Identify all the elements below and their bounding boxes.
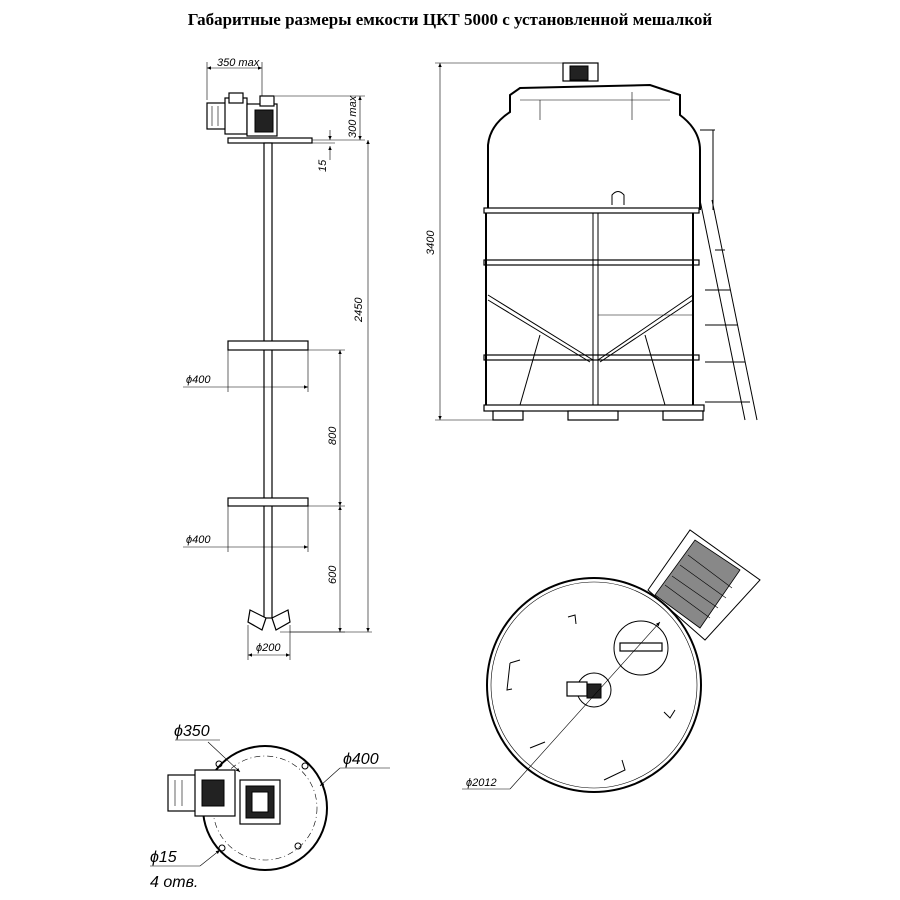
dim-shaft-length: 2450 <box>353 297 365 323</box>
mounting-flange <box>227 137 313 144</box>
dim-motor-height: 300 max <box>347 95 359 138</box>
bottom-propeller <box>247 609 291 631</box>
ladder <box>699 129 758 421</box>
dim-spacing-800: 800 <box>327 426 339 445</box>
impeller-1 <box>227 340 309 351</box>
dim-hole-count: 4 отв. <box>150 874 198 891</box>
dim-flange-diameter: ϕ400 <box>343 751 379 768</box>
dim-motor-width: 350 max <box>217 57 260 69</box>
ladder-plan <box>647 529 761 641</box>
dim-impeller2: ϕ400 <box>186 534 211 546</box>
tank-top-view: ϕ2012 <box>462 529 761 793</box>
tank-front-view: 3400 <box>425 62 758 421</box>
dim-tank-height: 3400 <box>425 230 437 255</box>
dim-flange: 15 <box>317 159 329 172</box>
flange-detail-view: ϕ350 ϕ400 ϕ15 4 отв. <box>150 723 390 891</box>
dim-plate-diameter: ϕ350 <box>174 723 210 740</box>
dim-spacing-600: 600 <box>327 565 339 584</box>
motor-drawing <box>206 92 278 137</box>
dim-impeller1: ϕ400 <box>186 374 211 386</box>
impeller-2 <box>227 497 309 507</box>
manhole <box>613 620 669 676</box>
drawing-title: Габаритные размеры емкости ЦКТ 5000 с ус… <box>187 10 713 29</box>
support-frame <box>483 207 705 421</box>
dim-tank-diameter: ϕ2012 <box>466 777 497 789</box>
tank-outline <box>486 577 702 793</box>
dim-hole-diameter: ϕ15 <box>150 849 177 866</box>
agitator-shaft <box>263 142 273 619</box>
dim-bottom-impeller: ϕ200 <box>256 642 281 654</box>
agitator-side-view: 350 max 300 max 15 2450 ϕ400 800 ϕ400 <box>183 57 372 660</box>
tank-body <box>487 83 701 210</box>
